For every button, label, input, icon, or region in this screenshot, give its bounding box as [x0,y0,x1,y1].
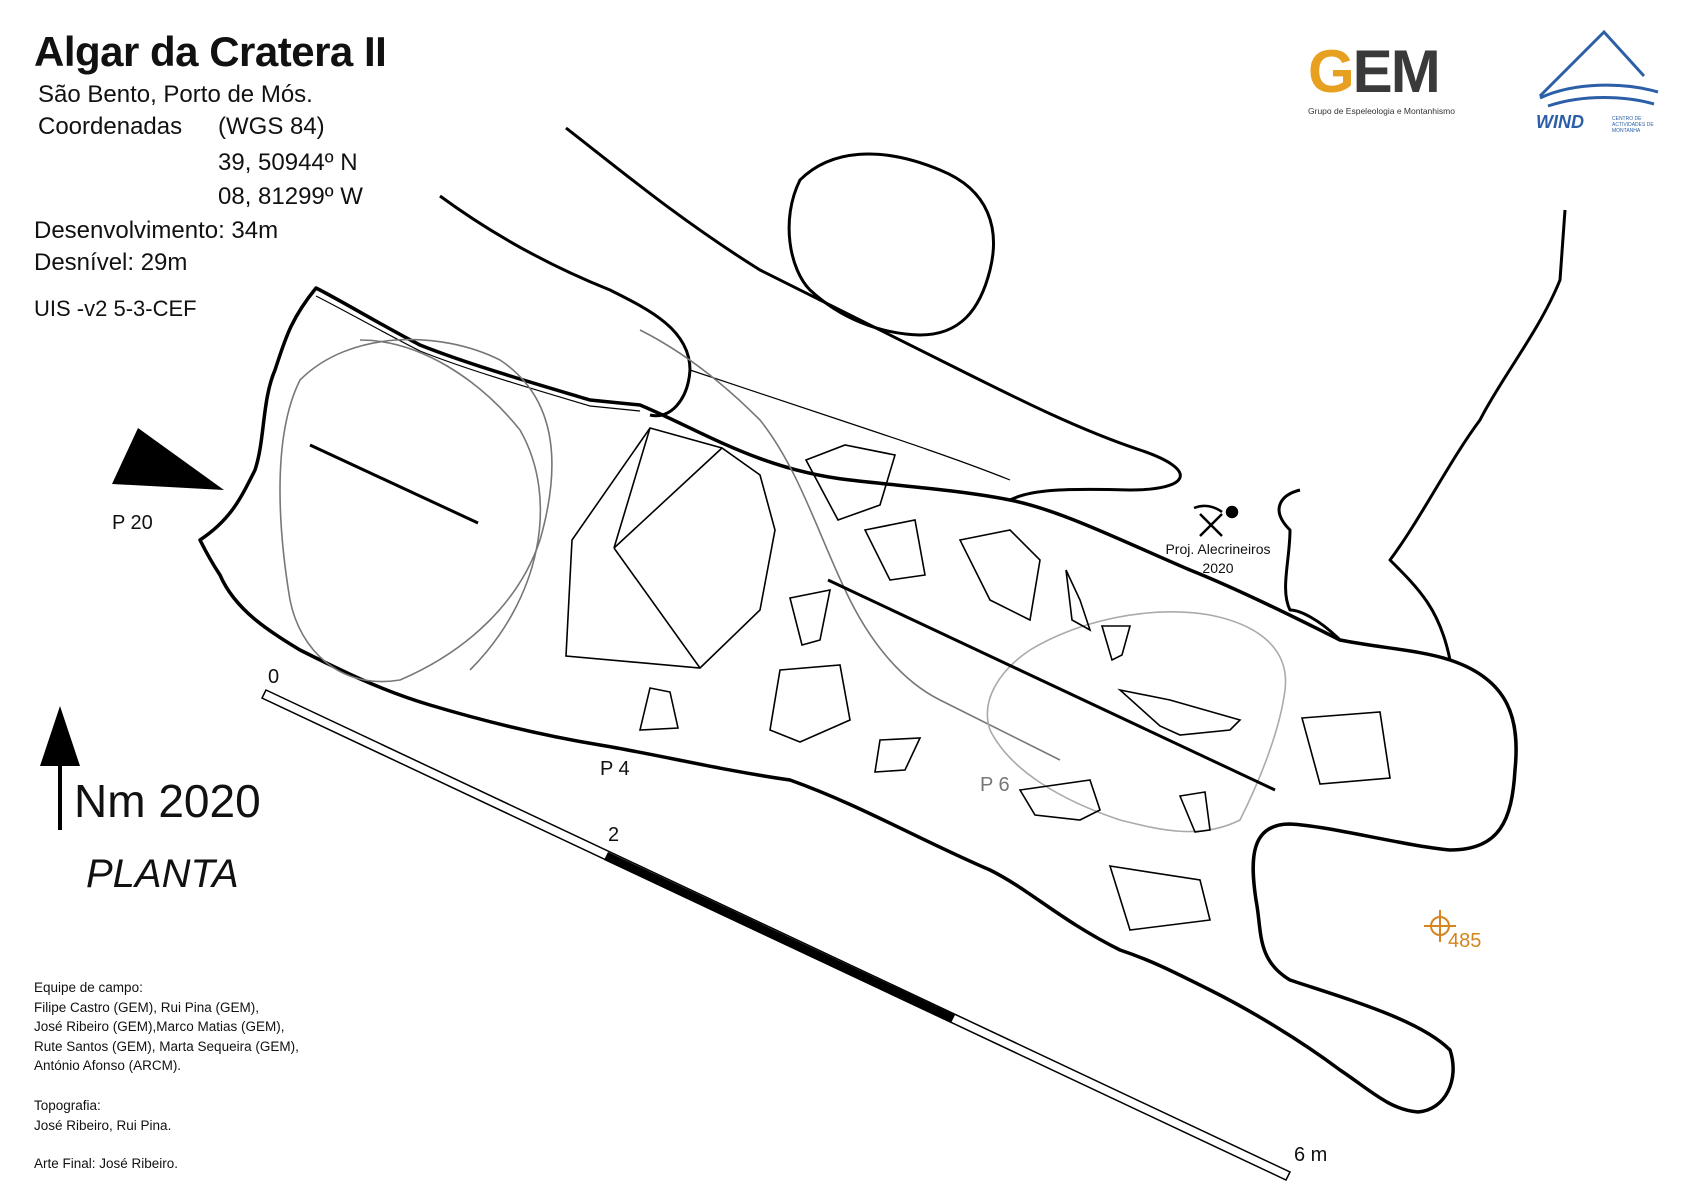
north-label: Nm 2020 [74,775,261,827]
shaft-label-p20: P 20 [112,512,153,534]
datum-text: (WGS 84) [218,113,325,140]
depth-text: Desnível: 29m [34,249,188,276]
gem-logo-em: EM [1352,38,1441,105]
credit-line: António Afonso (ARCM). [34,1058,182,1073]
scale-label-start: 0 [268,666,280,688]
location-text: São Bento, Porto de Mós. [38,81,313,108]
shaft-label-p4: P 4 [600,758,630,780]
gem-logo-g: G [1308,38,1355,105]
project-label: Proj. Alecrineiros 2020 [1148,540,1288,578]
cave-wall [198,126,1567,1114]
shaft-lines [309,443,1276,792]
development-text: Desenvolvimento: 34m [34,217,279,244]
pick-shovel-icon [1193,504,1239,537]
uis-code: UIS -v2 5-3-CEF [34,296,197,321]
scale-label-mid: 2 [608,824,620,846]
scale-label-end: 6 m [1294,1144,1328,1166]
art-credit: Arte Final: José Ribeiro. [34,1156,179,1171]
credit-line: José Ribeiro, Rui Pina. [34,1117,172,1133]
north-arrow [40,706,80,830]
coordinates-label: Coordenadas [38,113,183,140]
survey-station-icon [1424,910,1456,942]
credit-line: José Ribeiro (GEM),Marco Matias (GEM), [34,1019,285,1034]
credit-line: Equipe de campo: [34,980,143,995]
longitude-text: 08, 81299º W [218,183,363,210]
topography-credits: Topografia: José Ribeiro, Rui Pina. [34,1096,171,1135]
view-label: PLANTA [86,852,239,896]
gem-logo: GEM Grupo de Espeleologia e Montanhismo [1308,42,1455,117]
mountain-icon [1538,29,1659,108]
project-label-line2: 2020 [1202,560,1234,576]
credit-line: Topografia: [34,1098,101,1113]
scale-bar-graphic [260,689,1292,1181]
survey-station-label: 485 [1448,930,1482,952]
p20-entrance-marker [112,428,224,490]
wind-logo-subtitle: CENTRO DE ACTIVIDADES DE MONTANHA [1612,116,1654,134]
inner-contours [279,329,1287,833]
credit-line: Rute Santos (GEM), Marta Sequeira (GEM), [34,1038,299,1054]
shaft-label-p6: P 6 [980,774,1010,796]
project-label-line1: Proj. Alecrineiros [1165,541,1271,557]
credit-line: Filipe Castro (GEM), Rui Pina (GEM), [34,999,260,1015]
rock-blocks [565,427,1391,931]
map-title: Algar da Cratera II [34,28,387,75]
latitude-text: 39, 50944º N [218,149,358,176]
wind-logo-text: WIND [1536,112,1584,132]
wind-logo: WIND CENTRO DE ACTIVIDADES DE MONTANHA [1534,26,1664,136]
field-team-credits: Equipe de campo: Filipe Castro (GEM), Ru… [34,978,299,1076]
gem-logo-subtitle: Grupo de Espeleologia e Montanhismo [1308,106,1455,116]
gem-logo-text: GEM [1308,42,1455,102]
